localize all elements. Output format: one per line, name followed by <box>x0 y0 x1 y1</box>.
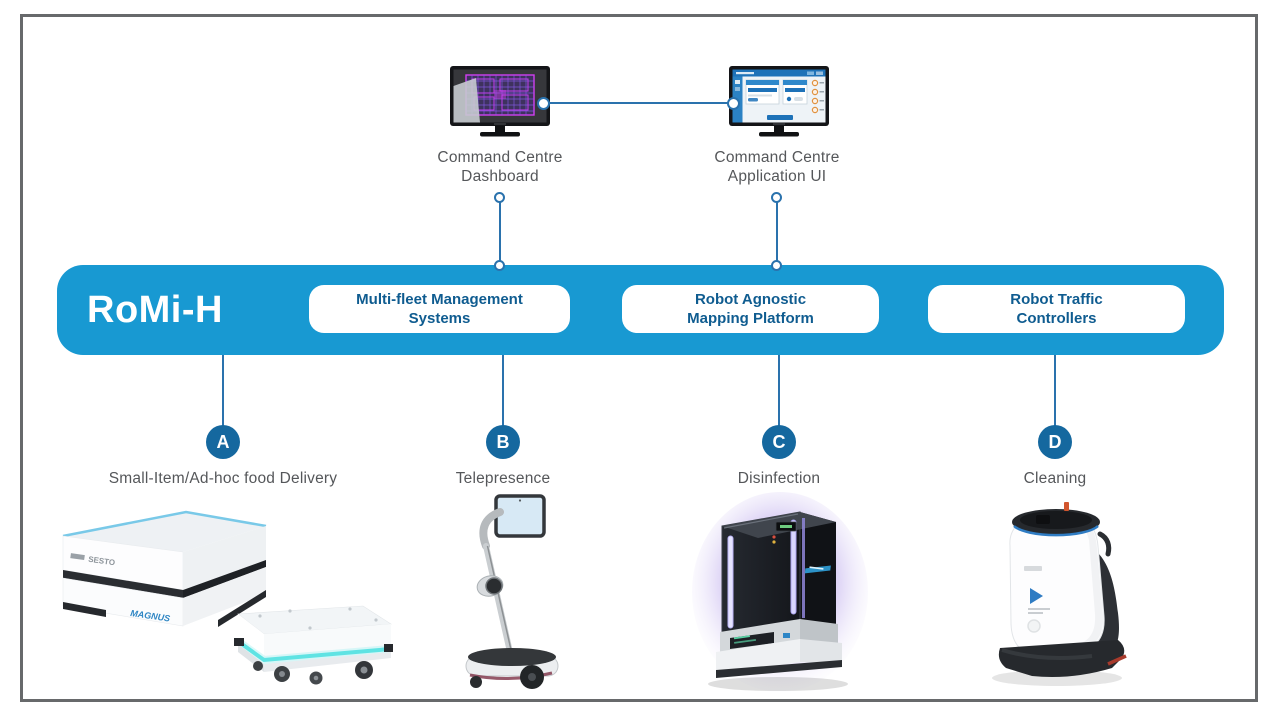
module-label-line2: Controllers <box>1016 310 1097 327</box>
squeegee <box>1107 654 1127 666</box>
monitor-link-endpoint-right <box>727 96 740 110</box>
module-label-line1: Multi-fleet Management <box>356 291 523 308</box>
application-connector-line <box>776 202 778 264</box>
usecase-d-connector-line <box>1054 355 1056 427</box>
usecase-letter: B <box>496 431 510 452</box>
label-line1: Command Centre <box>714 149 840 166</box>
usecase-a-label: Small-Item/Ad-hoc food Delivery <box>108 470 338 487</box>
usecase-d-label: Cleaning <box>1023 470 1087 487</box>
usecase-letter: D <box>1048 431 1062 452</box>
module-robot-traffic-controllers: Robot Traffic Controllers <box>928 285 1185 333</box>
camera-module <box>486 578 502 594</box>
application-connector-bottom-dot <box>771 260 782 271</box>
usecase-letter: C <box>772 431 786 452</box>
dashboard-connector-line <box>499 202 501 264</box>
brand-logo <box>1030 588 1043 604</box>
svg-text:SESTO: SESTO <box>88 555 116 568</box>
usecase-c-badge: C <box>762 425 796 459</box>
monitor-stand-neck <box>774 126 784 132</box>
usecase-c-connector-line <box>778 355 780 427</box>
monitor-link-line <box>546 102 734 104</box>
dashboard-connector-top-dot <box>494 192 505 203</box>
usecase-letter: A <box>216 431 230 452</box>
usecase-b-label: Telepresence <box>455 470 551 487</box>
uv-cabinet <box>721 511 836 635</box>
module-label-line1: Robot Traffic <box>1010 291 1103 308</box>
romih-title: RoMi-H <box>87 288 223 331</box>
usecase-d-badge: D <box>1038 425 1072 459</box>
tablet-arm <box>479 508 504 550</box>
application-monitor-label: Command Centre Application UI <box>667 148 887 186</box>
application-monitor-illustration <box>729 66 829 137</box>
romih-platform-bar: RoMi-H Multi-fleet Management Systems Ro… <box>57 265 1224 355</box>
module-label-line1: Robot Agnostic <box>694 291 807 308</box>
tablet-screen <box>494 494 546 538</box>
usecase-b-connector-line <box>502 355 504 427</box>
telepresence-robot-illustration <box>465 494 559 689</box>
large-delivery-robot: SESTO MAGNUS <box>62 510 267 627</box>
dashboard-monitor-label: Command Centre Dashboard <box>390 148 610 186</box>
uv-disinfection-robot-illustration <box>692 492 868 692</box>
wheeled-base <box>465 648 559 689</box>
module-label-line2: Mapping Platform <box>687 310 814 327</box>
usecase-a-badge: A <box>206 425 240 459</box>
module-label-line2: Systems <box>408 310 471 327</box>
label-line2: Dashboard <box>461 168 539 185</box>
label-line2: Application UI <box>727 168 827 185</box>
delivery-robots-illustration: SESTO MAGNUS <box>62 510 393 685</box>
mobile-base <box>708 619 848 691</box>
monitor-stand-base <box>480 132 520 137</box>
module-multi-fleet-management: Multi-fleet Management Systems <box>309 285 570 333</box>
sensor <box>1036 515 1050 524</box>
monitor-stand-neck <box>495 126 505 132</box>
application-connector-top-dot <box>771 192 782 203</box>
label-line1: Command Centre <box>437 149 563 166</box>
monitor-link-endpoint-left <box>537 96 550 110</box>
floor-cleaning-robot-illustration <box>992 502 1127 686</box>
module-robot-agnostic-mapping: Robot Agnostic Mapping Platform <box>622 285 879 333</box>
screen-glare <box>453 78 480 123</box>
usecase-a-connector-line <box>222 355 224 427</box>
antenna <box>1064 502 1069 511</box>
dashboard-connector-bottom-dot <box>494 260 505 271</box>
monitor-stand-base <box>759 132 799 137</box>
usecase-c-label: Disinfection <box>737 470 821 487</box>
dashboard-monitor-illustration <box>450 66 550 137</box>
usecase-b-badge: B <box>486 425 520 459</box>
border-frame <box>20 14 1258 702</box>
small-delivery-robot <box>234 605 393 685</box>
pole <box>483 543 513 655</box>
